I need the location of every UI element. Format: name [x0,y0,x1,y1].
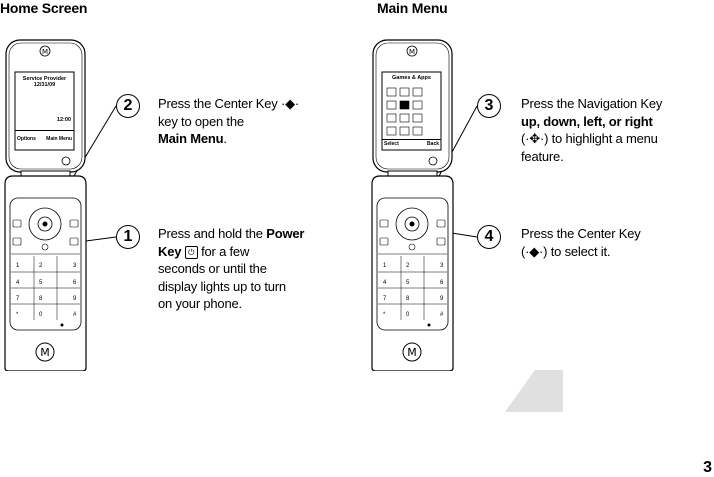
power-key-icon: ⏻ [184,245,198,259]
step-2-badge: 2 [116,94,140,118]
keypad-key: 5 [39,280,43,286]
phone-home-screen: M 1 2 3 4 5 6 7 8 9 * 0 # M [4,39,87,371]
service-provider-text: Service Provider [22,76,67,82]
options-softkey[interactable]: Options [17,136,36,142]
main-menu-title: Main Menu [377,0,448,16]
keypad-key: 8 [406,296,410,302]
games-apps-header: Games & Apps [392,75,431,81]
keypad-key: 4 [383,280,387,286]
step-4-line-a: Press the Center Key [521,226,641,241]
step-1-line-f: display lights up to turn [158,278,286,294]
svg-text:M: M [407,346,417,359]
keypad-key: * [16,312,19,318]
step-2-main-menu: Main Menu [158,131,224,146]
step-1-line-g: on your phone. [158,296,242,311]
step-2-line-b: key to open the [158,113,244,129]
select-softkey[interactable]: Select [384,141,399,147]
keypad-key: 9 [73,296,77,302]
center-key-icon: ·◆· [280,96,300,111]
step-1-power: Power [266,226,305,241]
keypad-key: 6 [73,280,77,286]
keypad-key: 4 [16,280,20,286]
keypad-key: # [73,312,77,318]
keypad-key: 9 [440,296,444,302]
keypad-key: # [440,312,444,318]
step-4-line-b: to select it. [550,243,611,259]
step-3-text: Press the Navigation Key up, down, left,… [521,95,696,165]
step-4-text: Press the Center Key (·◆·) to select it. [521,225,696,260]
step-1-line-d: for a few [201,243,250,259]
svg-text:M: M [42,48,48,56]
time-text: 12:00 [56,117,71,123]
nav-key-icon: (·✥·) [521,131,549,146]
decorative-grey-shape [505,370,563,412]
center-key-icon: (·◆·) [521,243,548,259]
step-2-line-a: Press the Center Key [158,96,278,111]
keypad-key: 6 [440,280,444,286]
step-3-line-a: Press the Navigation Key [521,96,663,111]
keypad-key: 1 [383,263,387,269]
home-screen-display: Service Provider 12/31/09 12:00 Options … [15,73,74,150]
keypad-key: 2 [39,263,43,269]
keypad-key: 0 [39,312,43,318]
page-number: 3 [703,459,712,476]
keypad-key: 2 [406,263,410,269]
step-3-line-c: to highlight a menu [551,131,658,146]
keypad-key: * [383,312,386,318]
keypad-key: 1 [16,263,20,269]
step-3-line-d: feature. [521,148,564,164]
keypad-key: 3 [73,263,77,269]
keypad-key: 7 [383,296,387,302]
step-1-key: Key [158,243,182,259]
step-1-line-a: Press and hold the [158,226,263,241]
step-1-badge: 1 [116,225,140,249]
svg-text:M: M [40,346,50,359]
step-1-line-e: seconds or until the [158,261,267,276]
step-3-directions: up, down, left, or right [521,113,653,129]
step-4-badge: 4 [477,225,501,249]
step-1-text: Press and hold the Power Key ⏻ for a few… [158,225,333,313]
main-menu-softkey[interactable]: Main Menu [46,136,72,142]
main-menu-display: Games & Apps Select Back [382,73,441,150]
date-text: 12/31/09 [33,82,56,88]
step-2-period: . [223,131,227,146]
step-3-badge: 3 [477,94,501,118]
keypad-key: 3 [440,263,444,269]
home-screen-title: Home Screen [0,0,88,16]
keypad-key: 7 [16,296,20,302]
keypad-key: 0 [406,312,410,318]
keypad-key: 5 [406,280,410,286]
svg-text:M: M [409,48,415,56]
keypad-key: 8 [39,296,43,302]
back-softkey[interactable]: Back [427,141,439,147]
step-2-text: Press the Center Key ·◆· key to open the… [158,95,333,148]
